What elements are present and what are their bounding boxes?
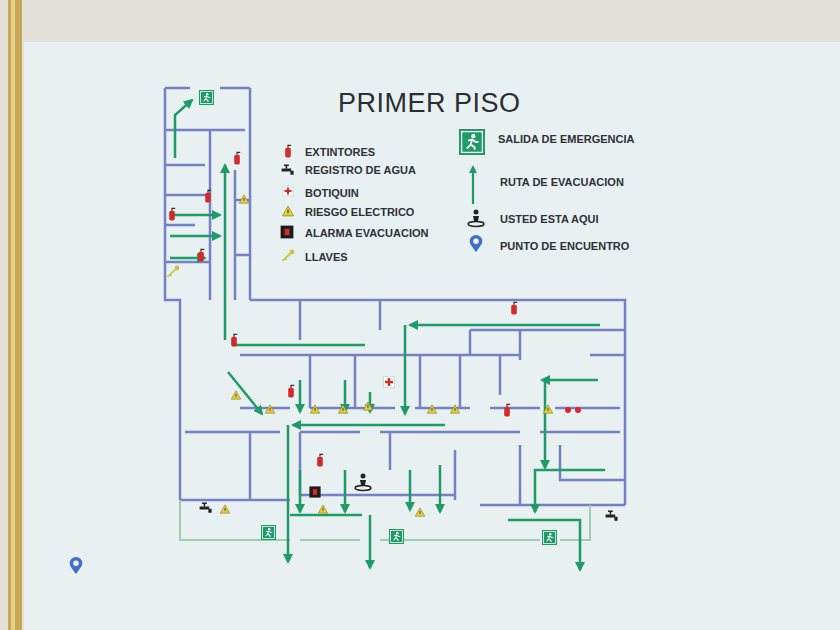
legend-icon xyxy=(467,235,485,253)
legend-icon xyxy=(466,208,486,228)
legend-text: ALARMA EVACUACION xyxy=(305,227,428,239)
evacuation-routes xyxy=(170,100,605,570)
legend-icon xyxy=(468,163,478,205)
plan-title: PRIMER PISO xyxy=(338,88,521,119)
legend-icon xyxy=(279,224,295,240)
legend-text: EXTINTORES xyxy=(305,146,375,158)
legend-text: REGISTRO DE AGUA xyxy=(305,164,416,176)
legend-text: RIESGO ELECTRICO xyxy=(305,206,414,218)
gold-frame-highlight xyxy=(11,0,15,630)
legend-text: BOTIQUIN xyxy=(305,187,359,199)
legend-icon xyxy=(281,184,295,198)
legend-text: PUNTO DE ENCUENTRO xyxy=(500,240,629,252)
plan-symbols xyxy=(70,90,618,574)
legend-text: USTED ESTA AQUI xyxy=(500,213,599,225)
legend-text: LLAVES xyxy=(305,251,348,263)
gold-frame xyxy=(8,0,22,630)
legend-icon xyxy=(459,129,485,155)
legend-icon xyxy=(280,248,296,264)
legend-icon xyxy=(280,143,296,159)
walls xyxy=(165,88,625,505)
legend-icon xyxy=(281,204,295,218)
legend-text: SALIDA DE EMERGENCIA xyxy=(498,133,635,145)
sign-panel xyxy=(24,42,840,630)
legend-icon xyxy=(280,162,296,178)
legend-text: RUTA DE EVACUACION xyxy=(500,176,624,188)
